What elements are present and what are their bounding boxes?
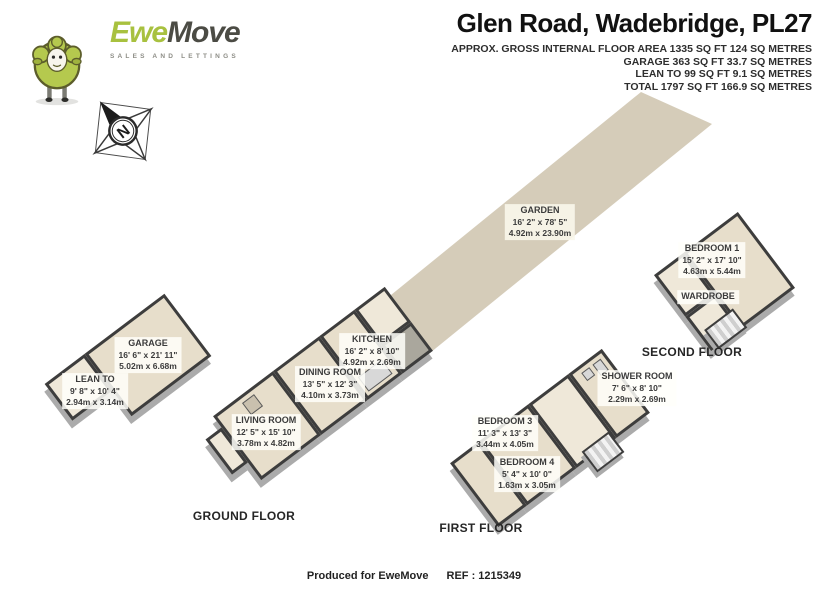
sheep-mascot-icon	[32, 35, 82, 106]
basin-fixture	[581, 367, 596, 382]
brand-logo: EweMove SALES AND LETTINGS	[18, 14, 241, 106]
brand-name-move: Move	[167, 16, 241, 49]
garden-label: GARDEN 16' 2" x 78' 5" 4.92m x 23.90m	[504, 204, 576, 240]
room-label-wardrobe: WARDROBE	[677, 290, 739, 304]
area-summary: APPROX. GROSS INTERNAL FLOOR AREA 1335 S…	[451, 43, 812, 93]
area-line-total-internal: APPROX. GROSS INTERNAL FLOOR AREA 1335 S…	[451, 43, 812, 55]
title-block: Glen Road, Wadebridge, PL27 APPROX. GROS…	[451, 8, 812, 93]
fireplace	[242, 394, 264, 416]
area-line-total: TOTAL 1797 SQ FT 166.9 SQ METRES	[624, 80, 812, 93]
room-label-lean-to: LEAN TO 9' 8" x 10' 4" 2.94m x 3.14m	[62, 373, 128, 409]
room-label-kitchen: KITCHEN 16' 2" x 8' 10" 4.92m x 2.69m	[339, 333, 405, 369]
area-line-garage: GARAGE 363 SQ FT 33.7 SQ METRES	[623, 55, 812, 68]
compass-north-icon: N	[92, 101, 154, 162]
room-label-dining: DINING ROOM 13' 5" x 12' 3" 4.10m x 3.73…	[295, 366, 365, 402]
room-label-living: LIVING ROOM 12' 5" x 15' 10" 3.78m x 4.8…	[231, 414, 301, 450]
footer: Produced for EweMove REF : 1215349	[0, 570, 828, 582]
footer-reference: REF : 1215349	[446, 570, 522, 582]
caption-first-floor: FIRST FLOOR	[439, 521, 523, 535]
brand-wordmark: EweMove SALES AND LETTINGS	[110, 16, 241, 61]
caption-ground-floor: GROUND FLOOR	[192, 509, 296, 523]
room-label-garage: GARAGE 16' 6" x 21' 11" 5.02m x 6.68m	[114, 337, 182, 373]
area-line-lean-to: LEAN TO 99 SQ FT 9.1 SQ METRES	[635, 68, 812, 80]
room-label-bedroom4: BEDROOM 4 5' 4" x 10' 0" 1.63m x 3.05m	[494, 456, 560, 492]
room-label-bedroom3: BEDROOM 3 11' 3" x 13' 3" 3.44m x 4.05m	[472, 415, 538, 451]
caption-second-floor: SECOND FLOOR	[641, 345, 743, 359]
room-label-bedroom1: BEDROOM 1 15' 2" x 17' 10" 4.63m x 5.44m	[678, 242, 746, 278]
brand-name-ewe: Ewe	[110, 16, 168, 49]
brand-tagline: SALES AND LETTINGS	[110, 53, 239, 60]
room-label-shower: SHOWER ROOM 7' 6" x 8' 10" 2.29m x 2.69m	[597, 370, 677, 406]
footer-produced-for: Produced for EweMove	[306, 570, 429, 582]
page-title: Glen Road, Wadebridge, PL27	[456, 8, 813, 38]
